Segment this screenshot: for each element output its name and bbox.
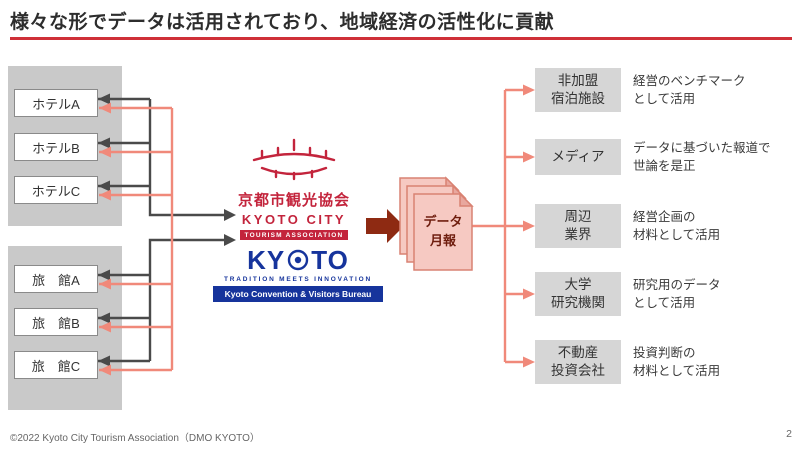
- recipient-desc-line: 材料として活用: [633, 364, 721, 378]
- kyoto-cvb-logo: KY TO TRADITION MEETS INNOVATION Kyoto C…: [213, 244, 383, 302]
- recipient-desc-line: として活用: [633, 92, 696, 106]
- recipient-box-surrounding-industries: 周辺 業界: [535, 204, 621, 248]
- recipient-desc-university-research: 研究用のデータ として活用: [633, 272, 795, 316]
- recipient-desc-line: 研究用のデータ: [633, 277, 721, 292]
- copyright-text: ©2022 Kyoto City Tourism Association（DMO…: [10, 433, 260, 444]
- ryokan-a-box: 旅 館A: [14, 265, 98, 293]
- cvb-bureau-bar: Kyoto Convention & Visitors Bureau: [213, 286, 383, 302]
- recipient-label-line: 不動産: [557, 344, 599, 360]
- recipient-label-line: メディア: [551, 148, 605, 164]
- assoc-name-en: KYOTO CITY: [241, 212, 347, 227]
- hotel-c-box: ホテルC: [14, 176, 98, 204]
- report-line-1: データ: [423, 214, 463, 230]
- assoc-name-jp: 京都市観光協会: [237, 192, 350, 209]
- recipient-desc-line: データに基づいた報道で: [633, 140, 771, 155]
- report-line-2: 月報: [429, 233, 456, 248]
- data-monthly-report-label: データ 月報: [414, 194, 472, 270]
- recipient-label-line: 大学: [564, 276, 592, 292]
- recipient-desc-line: 世論を是正: [633, 159, 696, 173]
- recipient-label-line: 投資会社: [551, 363, 605, 378]
- recipient-label-line: 業界: [564, 227, 592, 242]
- recipient-label-line: 宿泊施設: [551, 91, 605, 106]
- report-block-arrow-icon: [366, 209, 404, 243]
- recipient-box-non-member-lodging: 非加盟 宿泊施設: [535, 68, 621, 112]
- recipient-label-line: 非加盟: [557, 72, 599, 88]
- cvb-word-left: KY: [247, 244, 286, 275]
- recipient-desc-line: 材料として活用: [633, 228, 721, 242]
- recipient-box-university-research: 大学 研究機関: [535, 272, 621, 316]
- recipient-desc-media: データに基づいた報道で 世論を是正: [633, 139, 795, 175]
- cvb-wordmark: KY TO: [213, 244, 383, 275]
- recipient-label-line: 周辺: [564, 208, 592, 224]
- page-title: 様々な形でデータは活用されており、地域経済の活性化に貢献: [10, 12, 555, 33]
- recipient-desc-real-estate-investment: 投資判断の 材料として活用: [633, 340, 795, 384]
- recipient-desc-line: として活用: [633, 296, 696, 310]
- recipient-box-real-estate-investment: 不動産 投資会社: [535, 340, 621, 384]
- recipient-box-media: メディア: [535, 139, 621, 175]
- hotel-b-box: ホテルB: [14, 133, 98, 161]
- title-underline: [10, 37, 792, 40]
- kyoto-city-tourism-association-logo: 京都市観光協会 KYOTO CITY TOURISM ASSOCIATION: [228, 137, 360, 240]
- recipient-label-line: 研究機関: [551, 295, 605, 310]
- page-number: 2: [786, 428, 792, 440]
- recipient-desc-surrounding-industries: 経営企画の 材料として活用: [633, 204, 795, 248]
- recipient-desc-line: 経営のベンチマーク: [633, 73, 746, 88]
- cvb-tagline: TRADITION MEETS INNOVATION: [223, 276, 373, 283]
- cvb-word-right: TO: [311, 244, 349, 275]
- recipient-desc-line: 経営企画の: [633, 209, 696, 224]
- cvb-o-icon: [288, 249, 309, 271]
- recipient-desc-line: 投資判断の: [633, 345, 696, 360]
- assoc-subtitle-en: TOURISM ASSOCIATION: [240, 230, 348, 240]
- ryokan-c-box: 旅 館C: [14, 351, 98, 379]
- ryokan-b-box: 旅 館B: [14, 308, 98, 336]
- assoc-bridge-emblem-icon: [252, 138, 336, 181]
- recipient-desc-non-member-lodging: 経営のベンチマーク として活用: [633, 68, 795, 112]
- hotel-a-box: ホテルA: [14, 89, 98, 117]
